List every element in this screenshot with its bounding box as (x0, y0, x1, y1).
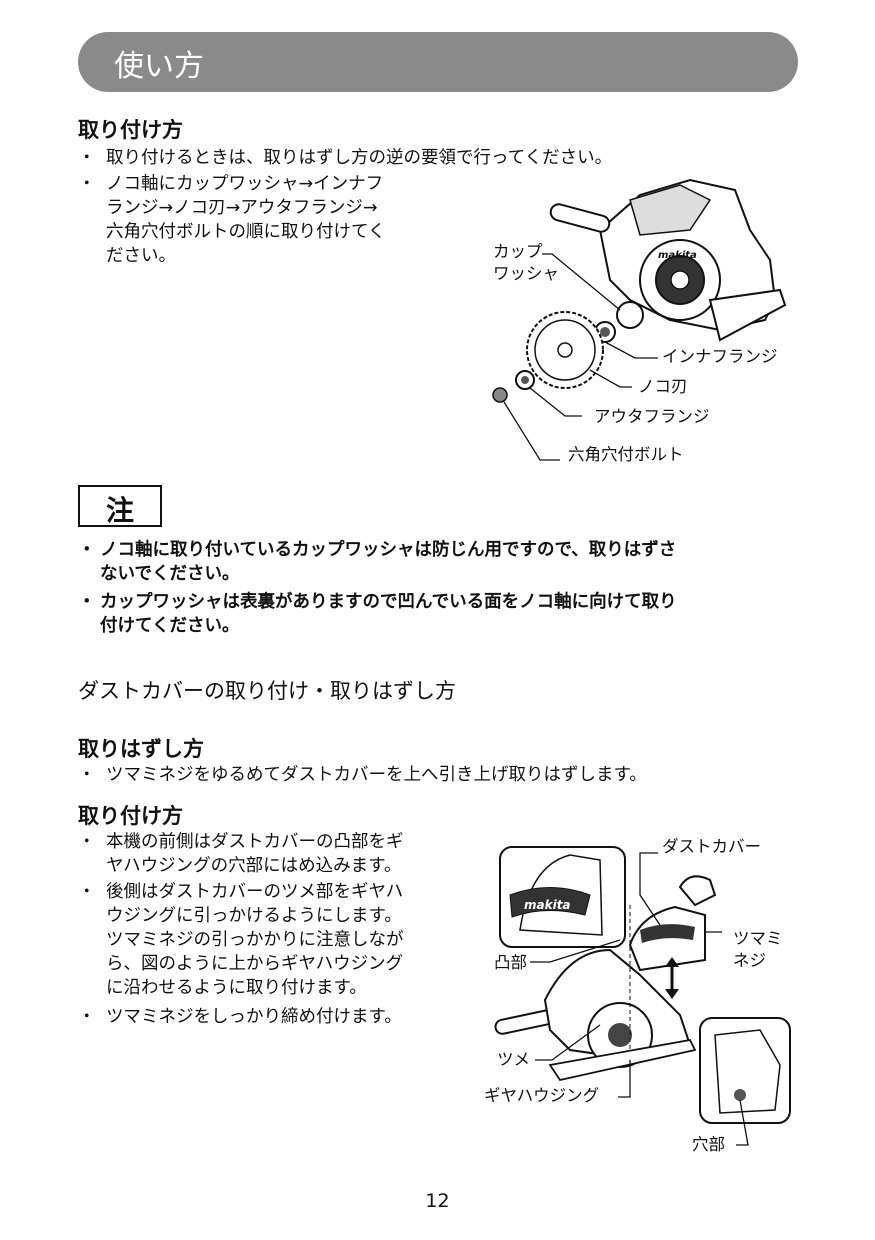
note-label: 注 (105, 494, 134, 527)
bullet: ・ (78, 174, 96, 194)
bullet: ・ (78, 882, 96, 902)
note-item-2: ・ カップワッシャは表裏がありますので凹んでいる面をノコ軸に向けて取り 付けてく… (78, 592, 677, 636)
page-title: 使い方 (114, 49, 204, 84)
cup-washer-label: カップ ワッシャ (493, 242, 559, 283)
install-heading: 取り付け方 (78, 118, 183, 142)
protrusion-label: 凸部 (494, 953, 527, 972)
gear-housing-label: ギヤハウジング (484, 1086, 600, 1105)
attach-item-3: ・ ツマミネジをしっかり締め付けます。 (78, 1007, 402, 1027)
attach-item-1: ・ 本機の前側はダストカバーの凸部をギ ヤハウジングの穴部にはめ込みます。 (78, 832, 404, 876)
note-item-1: ・ ノコ軸に取り付いているカップワッシャは防じん用ですので、取りはずさ ないでく… (78, 540, 677, 584)
bullet: ・ (78, 592, 96, 612)
saw-blade-label: ノコ刃 (638, 377, 688, 396)
dust-cover-label: ダストカバー (662, 837, 761, 856)
knob-screw-label: ツマミ ネジ (733, 929, 783, 970)
install-item-1: ・ 取り付けるときは、取りはずし方の逆の要領で行ってください。 (78, 148, 613, 168)
inner-flange-label: インナフランジ (662, 347, 778, 366)
claw-label: ツメ (497, 1050, 530, 1069)
bullet: ・ (78, 148, 96, 168)
hex-bolt-label: 六角穴付ボルト (568, 445, 684, 464)
dust-cover-illustration: makita (494, 846, 791, 1146)
bullet: ・ (78, 1007, 96, 1027)
attach-heading: 取り付け方 (78, 804, 183, 828)
install-item-2: ・ ノコ軸にカップワッシャ→インナフ ランジ→ノコ刃→アウタフランジ→ 六角穴付… (78, 174, 386, 266)
bullet: ・ (78, 765, 96, 785)
removal-heading: 取りはずし方 (78, 737, 204, 761)
logo-text: makita (524, 898, 571, 912)
blade-install-illustration: makita (492, 178, 787, 461)
page-number: 12 (425, 1190, 450, 1212)
hole-label: 穴部 (692, 1135, 725, 1154)
logo-text: makita (658, 250, 697, 261)
bullet: ・ (78, 832, 96, 852)
outer-flange-label: アウタフランジ (594, 407, 710, 426)
dust-cover-heading: ダストカバーの取り付け・取りはずし方 (78, 679, 456, 703)
attach-item-2: ・ 後側はダストカバーのツメ部をギヤハ ウジングに引っかけるようにします。 ツマ… (78, 882, 404, 998)
bullet: ・ (78, 540, 96, 560)
removal-item-1: ・ ツマミネジをゆるめてダストカバーを上へ引き上げ取りはずします。 (78, 765, 647, 785)
saw-blade-icon (526, 311, 604, 389)
note-label-box: 注 (78, 485, 162, 527)
section-banner: 使い方 (78, 32, 798, 92)
